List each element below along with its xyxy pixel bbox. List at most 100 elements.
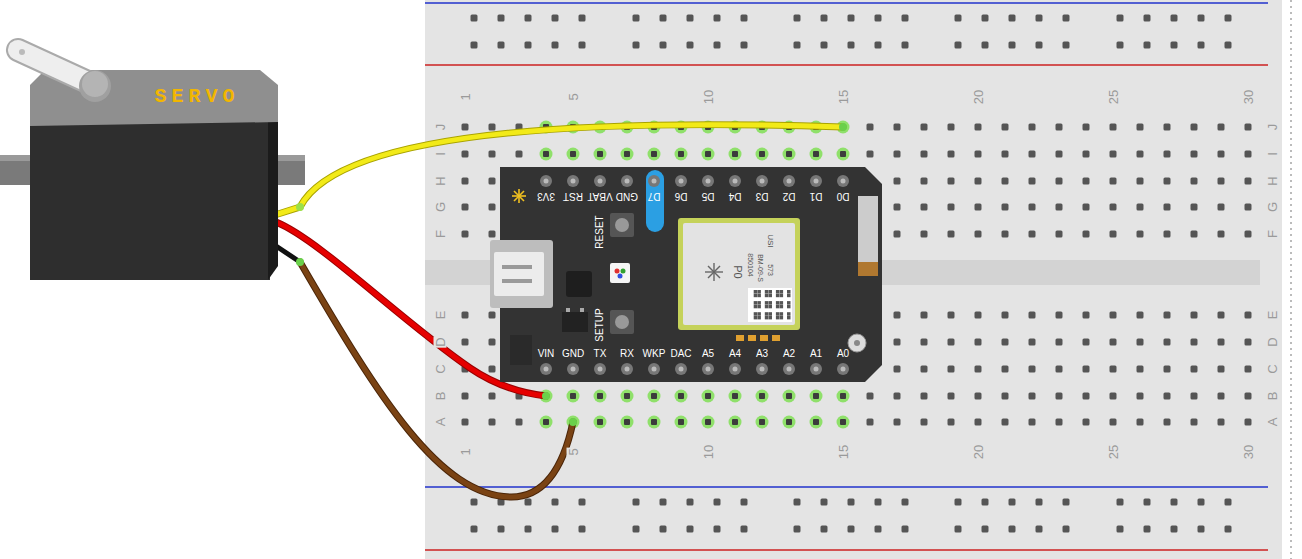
breadboard-hole — [1117, 42, 1124, 49]
breadboard-hole — [975, 366, 982, 373]
breadboard-hole — [1218, 339, 1225, 346]
breadboard-hole — [955, 15, 962, 22]
pin-label: A1 — [810, 349, 822, 359]
row-letter: I — [1266, 151, 1279, 157]
module-label: P0 — [732, 265, 743, 278]
breadboard-hole — [894, 178, 901, 185]
wire-end — [569, 418, 577, 426]
breadboard-hole — [1083, 419, 1090, 426]
breadboard-hole — [1137, 366, 1144, 373]
breadboard-hole — [1083, 204, 1090, 211]
header-pin — [544, 367, 549, 372]
breadboard-hole — [633, 15, 640, 22]
breadboard-hole — [848, 526, 855, 533]
breadboard-hole — [1164, 366, 1171, 373]
breadboard-hole — [1029, 151, 1036, 158]
rail-line — [425, 549, 1268, 551]
breadboard-hole — [948, 312, 955, 319]
connected-hole — [594, 148, 607, 161]
setup-button — [610, 310, 634, 334]
column-number: 25 — [1107, 444, 1120, 460]
breadboard-hole — [1218, 178, 1225, 185]
breadboard-hole — [1218, 366, 1225, 373]
module-label: 850104 — [747, 253, 754, 276]
breadboard-hole — [1218, 124, 1225, 131]
breadboard-hole — [471, 42, 478, 49]
breadboard-hole — [1117, 526, 1124, 533]
breadboard-hole — [1036, 42, 1043, 49]
breadboard-hole — [1029, 204, 1036, 211]
connected-hole — [702, 148, 715, 161]
breadboard-hole — [921, 151, 928, 158]
breadboard-hole — [1198, 15, 1205, 22]
connected-hole — [756, 390, 769, 403]
breadboard-hole — [894, 419, 901, 426]
rgb-led — [618, 274, 623, 279]
connected-hole — [567, 390, 580, 403]
header-pin — [540, 175, 552, 187]
breadboard-hole — [1029, 366, 1036, 373]
row-letter: H — [434, 175, 447, 186]
breadboard-hole — [948, 339, 955, 346]
breadboard-hole — [1225, 15, 1232, 22]
connected-hole — [648, 416, 661, 429]
breadboard-hole — [741, 499, 748, 506]
header-pin — [594, 175, 606, 187]
chip — [566, 271, 592, 297]
header-pin — [729, 175, 741, 187]
breadboard-hole — [1245, 124, 1252, 131]
connected-hole — [651, 419, 657, 425]
smd-part — [566, 308, 570, 312]
row-letter: J — [434, 123, 447, 132]
row-letter: B — [1266, 391, 1279, 402]
header-pin — [702, 175, 714, 187]
connected-hole — [783, 148, 796, 161]
header-pin — [625, 179, 630, 184]
connected-hole — [543, 419, 549, 425]
header-pin — [783, 363, 795, 375]
column-number: 20 — [972, 444, 985, 460]
breadboard-hole — [1002, 312, 1009, 319]
breadboard-hole — [875, 526, 882, 533]
breadboard-hole — [462, 393, 469, 400]
breadboard-hole — [1144, 499, 1151, 506]
breadboard-hole — [1002, 419, 1009, 426]
breadboard-hole — [1245, 231, 1252, 238]
breadboard-hole — [1036, 499, 1043, 506]
connected-hole — [597, 393, 603, 399]
connected-hole — [840, 419, 846, 425]
breadboard-hole — [982, 42, 989, 49]
connected-hole — [783, 390, 796, 403]
servo-label: SERVO — [154, 87, 239, 107]
connected-hole — [702, 390, 715, 403]
header-pin — [787, 179, 792, 184]
breadboard-hole — [660, 15, 667, 22]
breadboard-hole — [975, 151, 982, 158]
header-pin — [841, 179, 846, 184]
wifi-module — [683, 223, 795, 325]
breadboard-hole — [1171, 42, 1178, 49]
smd-part — [510, 335, 532, 365]
connected-hole — [543, 151, 549, 157]
breadboard-hole — [1191, 151, 1198, 158]
pin-label: GND — [616, 191, 638, 201]
breadboard-hole — [1137, 151, 1144, 158]
breadboard-hole — [714, 15, 721, 22]
row-letter: G — [1266, 201, 1279, 213]
breadboard-hole — [921, 231, 928, 238]
header-pin — [733, 367, 738, 372]
wifi-module — [678, 218, 800, 330]
breadboard-hole — [794, 526, 801, 533]
breadboard-hole — [894, 312, 901, 319]
breadboard-hole — [489, 366, 496, 373]
breadboard-hole — [1083, 312, 1090, 319]
reset-button — [615, 218, 629, 232]
breadboard-hole — [1164, 151, 1171, 158]
breadboard-hole — [1002, 339, 1009, 346]
breadboard-hole — [1029, 178, 1036, 185]
connected-hole — [813, 419, 819, 425]
breadboard-hole — [894, 231, 901, 238]
breadboard-hole — [741, 42, 748, 49]
header-pin — [787, 367, 792, 372]
